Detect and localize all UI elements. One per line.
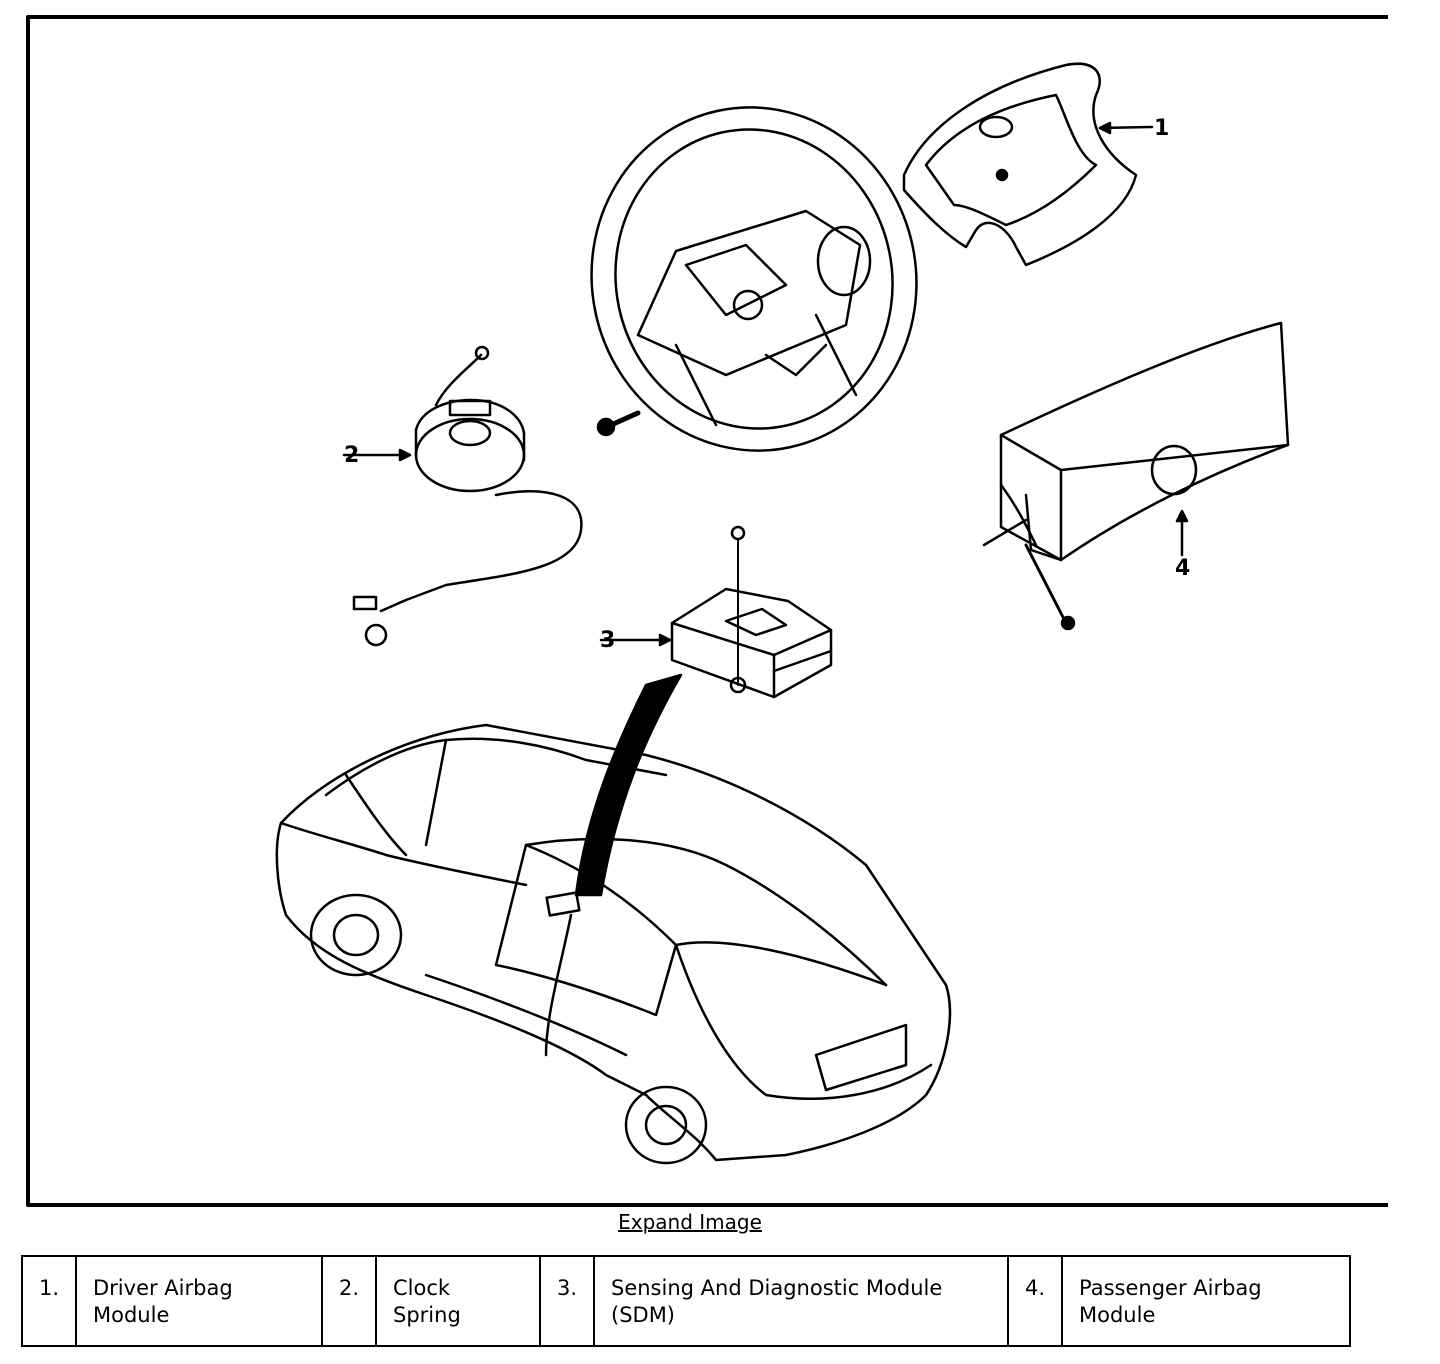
legend-row: 1. Driver Airbag Module 2. Clock Spring … xyxy=(21,1255,1351,1347)
legend-num-3: 3. xyxy=(539,1255,595,1347)
legend-num-4: 4. xyxy=(1007,1255,1063,1347)
legend-label-1: Driver Airbag Module xyxy=(75,1255,323,1347)
steering-wheel xyxy=(590,106,918,452)
legend-num-1: 1. xyxy=(21,1255,77,1347)
callout-3: 3 xyxy=(600,628,615,653)
figure-border xyxy=(26,15,1388,1207)
clock-spring: 2 xyxy=(342,345,583,647)
car xyxy=(275,723,952,1165)
airbag-system-diagram: 1 2 3 xyxy=(26,15,1388,1207)
expand-image-link[interactable]: Expand Image xyxy=(618,1210,762,1234)
legend-label-4: Passenger Airbag Module xyxy=(1061,1255,1351,1347)
callout-2: 2 xyxy=(344,443,359,468)
driver-airbag-module: 1 xyxy=(902,62,1169,267)
callout-1: 1 xyxy=(1154,116,1169,141)
legend-table: 1. Driver Airbag Module 2. Clock Spring … xyxy=(21,1255,1351,1347)
legend-label-3: Sensing And Diagnostic Module (SDM) xyxy=(593,1255,1009,1347)
legend-label-2: Clock Spring xyxy=(375,1255,541,1347)
passenger-airbag-module: 4 xyxy=(982,321,1290,631)
legend-num-2: 2. xyxy=(321,1255,377,1347)
callout-4: 4 xyxy=(1175,556,1190,581)
